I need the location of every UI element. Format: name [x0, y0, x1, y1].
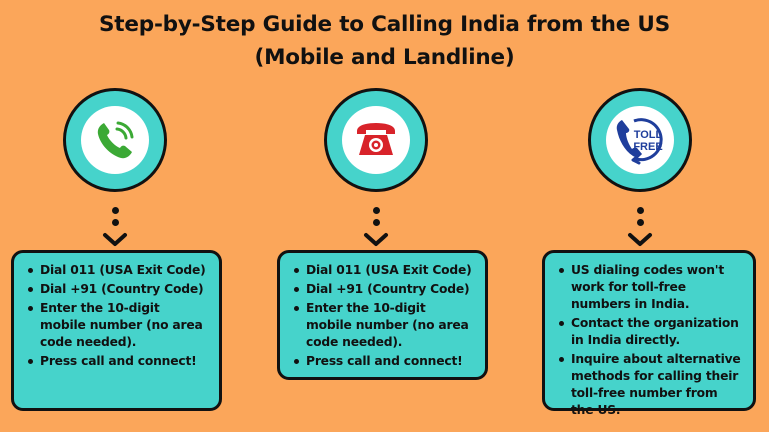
connector-dots	[635, 207, 645, 231]
step-item: Dial +91 (Country Code)	[28, 281, 209, 298]
steps-box-toll-free: US dialing codes won't work for toll-fre…	[542, 250, 756, 417]
title-line-1: Step-by-Step Guide to Calling India from…	[99, 12, 670, 37]
step-item: Inquire about alternative methods for ca…	[559, 351, 743, 419]
chevron-down-icon	[628, 233, 652, 246]
step-item: US dialing codes won't work for toll-fre…	[559, 262, 743, 313]
landline-icon-circle	[324, 88, 428, 192]
chevron-down-icon	[103, 233, 127, 246]
toll-free-icon-text-2: FREE	[633, 141, 662, 153]
step-item: Dial +91 (Country Code)	[294, 281, 475, 298]
toll-free-icon-text-1: TOLL	[634, 129, 663, 141]
connector-dots	[110, 207, 120, 231]
connector-dots	[371, 207, 381, 231]
step-item: Dial 011 (USA Exit Code)	[28, 262, 209, 279]
mobile-icon-circle	[63, 88, 167, 192]
step-item: Enter the 10-digit mobile number (no are…	[28, 300, 209, 351]
toll-free-icon: TOLL FREE	[606, 106, 674, 174]
step-item: Enter the 10-digit mobile number (no are…	[294, 300, 475, 351]
step-item: Press call and connect!	[294, 353, 475, 370]
toll-free-icon-circle: TOLL FREE	[588, 88, 692, 192]
step-item: Dial 011 (USA Exit Code)	[294, 262, 475, 279]
steps-box-mobile: Dial 011 (USA Exit Code) Dial +91 (Count…	[11, 250, 222, 411]
title-line-2: (Mobile and Landline)	[254, 45, 515, 70]
chevron-down-icon	[364, 233, 388, 246]
steps-box-landline: Dial 011 (USA Exit Code) Dial +91 (Count…	[277, 250, 488, 380]
page-title: Step-by-Step Guide to Calling India from…	[0, 8, 769, 74]
step-item: Contact the organization in India direct…	[559, 315, 743, 349]
mobile-phone-icon	[81, 106, 149, 174]
landline-phone-icon	[342, 106, 410, 174]
step-item: Press call and connect!	[28, 353, 209, 370]
